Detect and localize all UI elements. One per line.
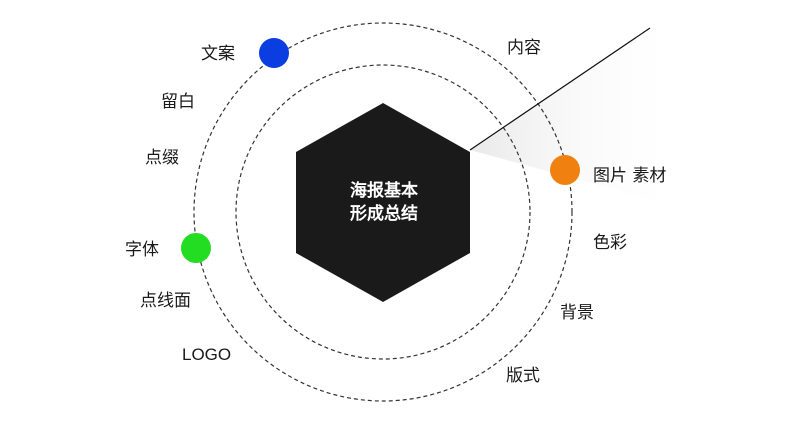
center-hexagon — [296, 103, 470, 302]
dot-blue — [259, 38, 289, 68]
label-ziti: 字体 — [125, 240, 159, 260]
label-dianzhui: 点缀 — [145, 148, 179, 168]
beam-shadow — [470, 28, 690, 210]
label-banshi: 版式 — [506, 366, 540, 386]
dot-green — [181, 233, 211, 263]
center-title-line2: 形成总结 — [350, 204, 418, 224]
dot-orange — [550, 155, 580, 185]
label-wenan: 文案 — [201, 44, 235, 64]
label-dianxianmian: 点线面 — [140, 291, 191, 311]
center-title-line1: 海报基本 — [350, 181, 418, 201]
inner-ring — [235, 64, 531, 360]
label-neirong: 内容 — [507, 38, 541, 58]
label-secai: 色彩 — [593, 233, 627, 253]
label-beijing: 背景 — [560, 303, 594, 323]
outer-ring — [193, 22, 573, 402]
label-tupian: 图片 素材 — [593, 166, 667, 186]
label-liubai: 留白 — [161, 92, 195, 112]
beam-line — [469, 27, 651, 151]
label-logo: LOGO — [182, 345, 232, 364]
center-title: 海报基本 形成总结 — [296, 180, 472, 226]
